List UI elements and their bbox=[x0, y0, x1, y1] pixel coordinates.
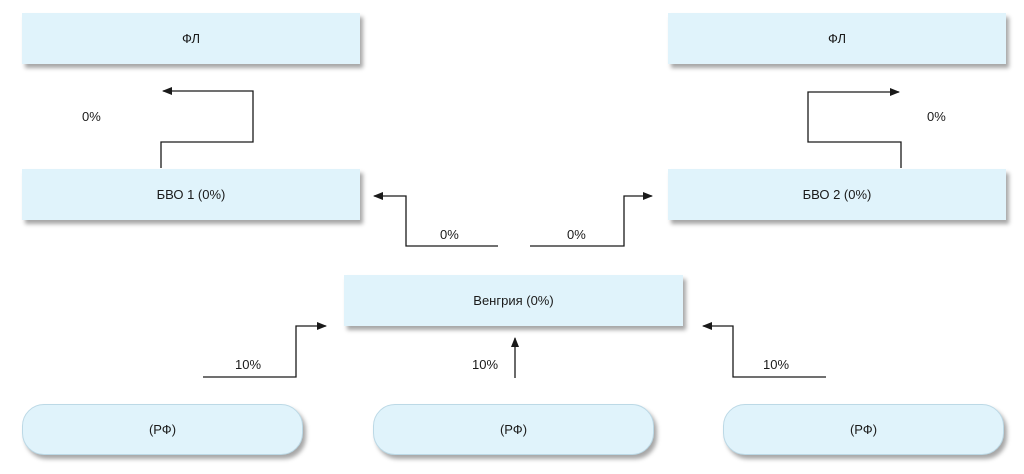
label-rf-left-to-hungary: 10% bbox=[235, 357, 262, 372]
label-hungary-to-bvo2: 0% bbox=[567, 227, 586, 242]
arrow-hungary-to-bvo1 bbox=[373, 192, 498, 247]
box-bvo2: БВО 2 (0%) bbox=[668, 169, 1006, 220]
label-bvo1-to-fl: 0% bbox=[82, 109, 101, 124]
box-fl-right: ФЛ bbox=[668, 13, 1006, 64]
label-bvo2-to-fl: 0% bbox=[927, 109, 946, 124]
label-rf-right-to-hungary: 10% bbox=[763, 357, 790, 372]
arrow-rf-left-to-hungary bbox=[203, 322, 327, 378]
box-rf-center: (РФ) bbox=[373, 404, 654, 455]
box-fl-left: ФЛ bbox=[22, 13, 360, 64]
arrow-hungary-to-bvo2 bbox=[530, 192, 653, 247]
box-rf-left: (РФ) bbox=[22, 404, 303, 455]
arrow-bvo2-to-fl bbox=[807, 88, 902, 168]
box-rf-right: (РФ) bbox=[723, 404, 1004, 455]
label-hungary-to-bvo1: 0% bbox=[440, 227, 459, 242]
box-hungary: Венгрия (0%) bbox=[344, 275, 683, 326]
box-bvo1: БВО 1 (0%) bbox=[22, 169, 360, 220]
label-rf-center-to-hungary: 10% bbox=[472, 357, 499, 372]
arrow-bvo1-to-fl bbox=[160, 87, 254, 168]
